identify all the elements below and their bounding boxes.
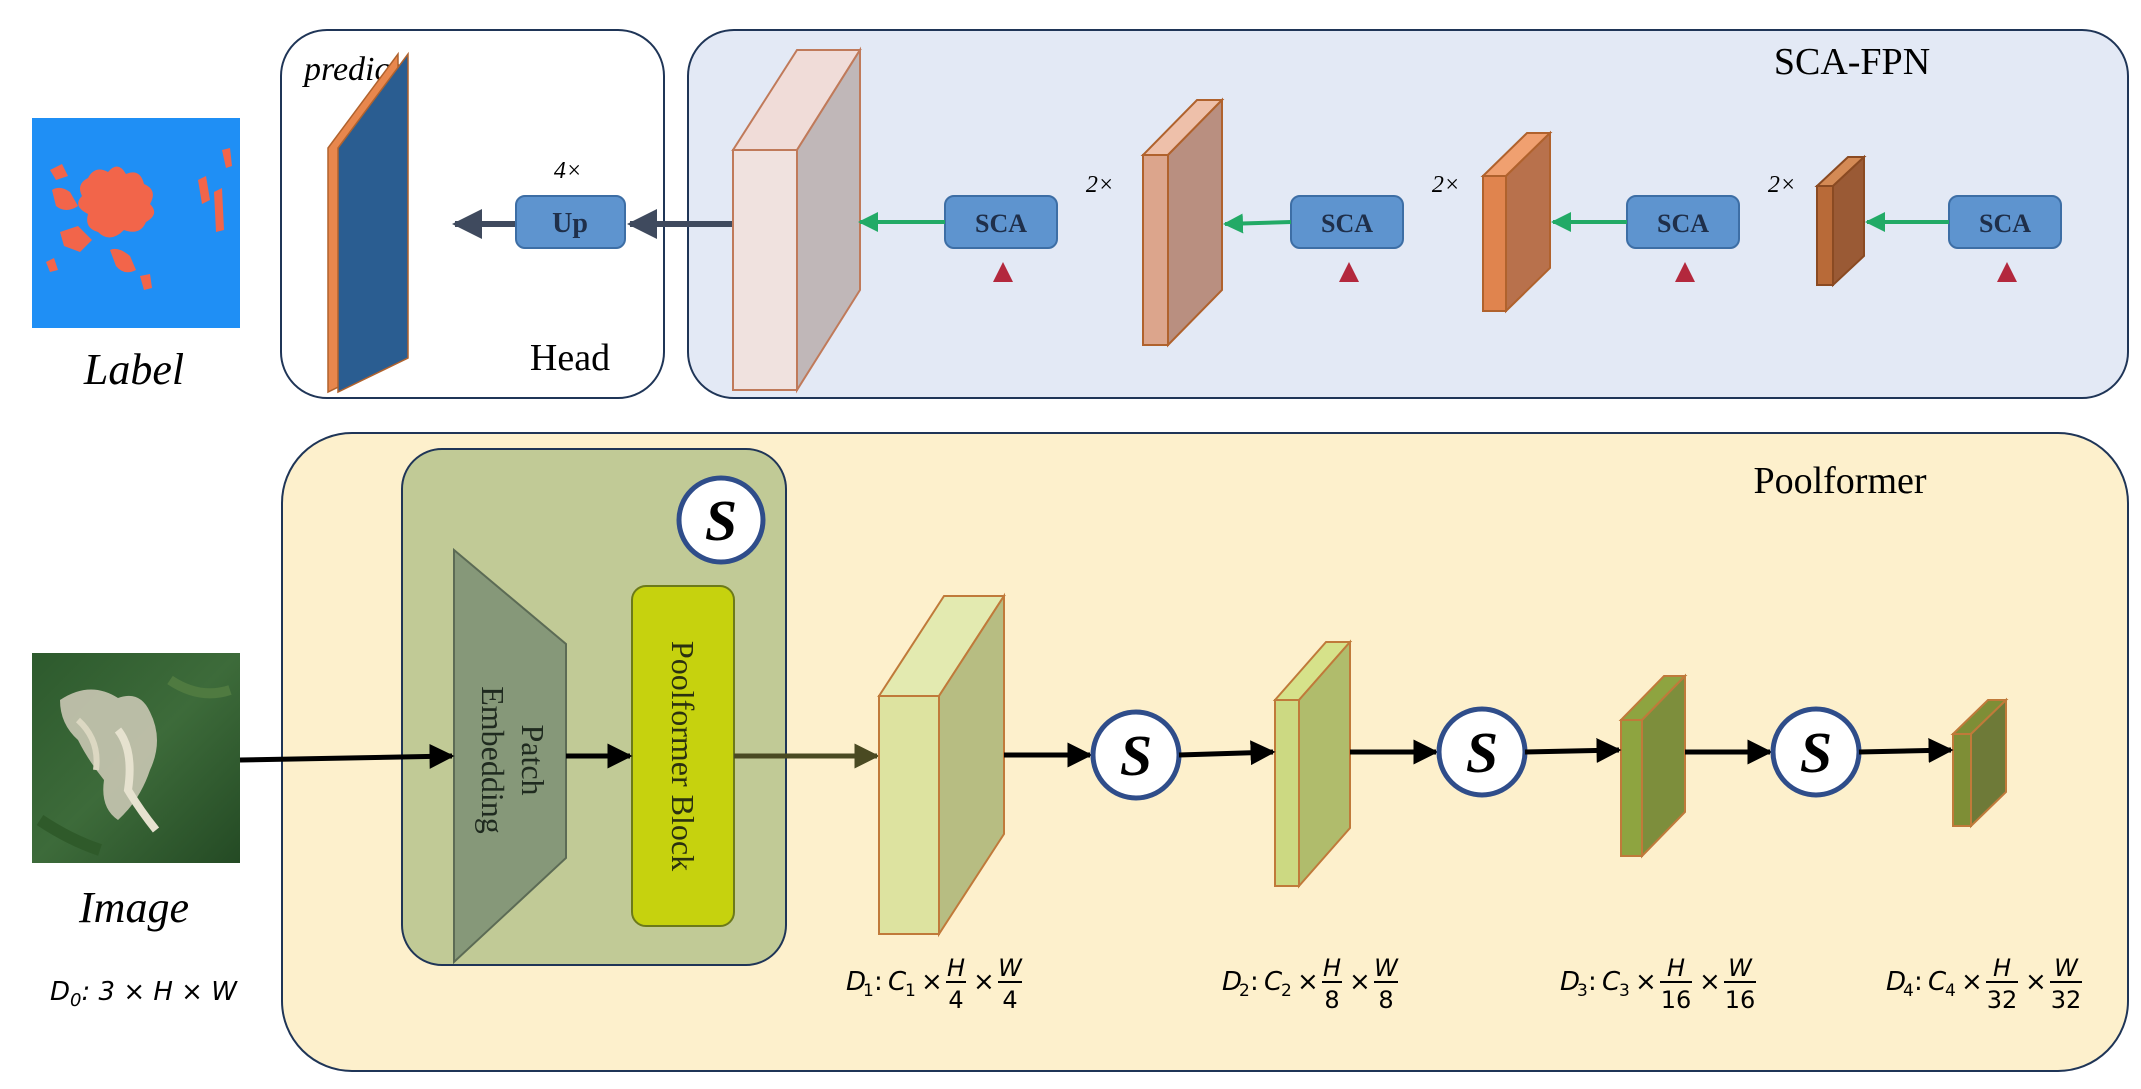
sca-fpn-panel	[687, 29, 2129, 399]
up-scale: 4×	[554, 158, 582, 184]
sca-box-1: SCA	[944, 195, 1058, 249]
predict-map	[327, 51, 409, 394]
stage-3-w-num: W	[1728, 954, 1753, 982]
poolformer-title: Poolformer	[1753, 460, 1926, 502]
stage-2-sub: 2	[1239, 981, 1250, 1001]
svg-text:D0: 3 × H × W: D0: 3 × H × W	[50, 977, 238, 1011]
stage-3-csub: 3	[1619, 981, 1630, 1001]
svg-text:S: S	[705, 488, 737, 553]
label-image	[32, 118, 240, 328]
stage-4-sub: 4	[1903, 981, 1914, 1001]
s-node-2: S	[1436, 706, 1528, 798]
label-caption: Label	[83, 345, 184, 394]
stage-3-h-num: H	[1667, 954, 1685, 982]
poolformer-block-label: Poolformer Block	[665, 641, 701, 871]
stage-1-w-num: W	[998, 954, 1023, 982]
stage-3-name: D	[1560, 967, 1580, 997]
s-node-3: S	[1770, 706, 1862, 798]
stage-2-c: C	[1264, 967, 1283, 997]
stage-1-csub: 1	[905, 981, 916, 1001]
fpn-feature-map-3	[1480, 130, 1553, 314]
backbone-feature-d2	[1272, 639, 1353, 889]
fpn-feature-map-4	[1814, 154, 1867, 288]
stage-1-c: C	[888, 967, 907, 997]
stage-2-w-den: 8	[1378, 986, 1393, 1014]
stage-4-h-num: H	[1993, 954, 2011, 982]
stage-3-times-2: ×	[1699, 967, 1721, 997]
patch-embedding-block	[453, 547, 567, 965]
stage-1-times-1: ×	[921, 967, 943, 997]
svg-text:S: S	[1466, 720, 1498, 785]
patch-embedding-label-1: Patch	[515, 724, 551, 795]
up-button	[515, 195, 626, 249]
svg-text:SCA: SCA	[1657, 209, 1709, 238]
stem-s-circle: S	[676, 475, 766, 565]
stage-2-h-num: H	[1323, 954, 1341, 982]
stage-3-times-1: ×	[1635, 967, 1657, 997]
s-node-1: S	[1090, 709, 1182, 801]
stage-3-sub: 3	[1577, 981, 1588, 1001]
stage-4-colon: :	[1914, 967, 1923, 997]
d0-label: D0: 3 × H × W	[50, 977, 238, 1011]
stage-3-colon: :	[1588, 967, 1597, 997]
stage-dimension-labels: D1:C1×H4×W4D2:C2×H8×W8D3:C3×H16×W16D4:C4…	[846, 954, 2082, 1014]
s-to-d3-arrow	[1524, 737, 1622, 763]
stage-4-name: D	[1886, 967, 1906, 997]
stage-4-h-den: 32	[1987, 986, 2018, 1014]
stage-2-w-num: W	[1374, 954, 1399, 982]
stage-1-name: D	[846, 967, 866, 997]
fpn-feature-map-1	[731, 46, 862, 394]
backbone-feature-d1	[877, 592, 1006, 938]
stage-3-w-den: 16	[1725, 986, 1756, 1014]
stage-2-times-1: ×	[1297, 967, 1319, 997]
stage-1-times-2: ×	[973, 967, 995, 997]
stage-3-c: C	[1602, 967, 1621, 997]
stage-4-csub: 4	[1945, 981, 1956, 1001]
satellite-image	[32, 653, 240, 863]
stage-2-csub: 2	[1281, 981, 1292, 1001]
s-to-d4-arrow	[1858, 737, 1954, 763]
sca-box-2: SCA	[1290, 195, 1404, 249]
head-title: Head	[530, 337, 610, 379]
stage-4-times-2: ×	[2025, 967, 2047, 997]
stage-2-times-2: ×	[1349, 967, 1371, 997]
stage-4-w-num: W	[2054, 954, 2079, 982]
stage-3-h-den: 16	[1661, 986, 1692, 1014]
scale-label-3: 2×	[1768, 172, 1796, 198]
svg-text:S: S	[1120, 723, 1152, 788]
stage-1-sub: 1	[863, 981, 874, 1001]
sca-box-3: SCA	[1626, 195, 1740, 249]
stage-1-h-den: 4	[948, 986, 963, 1014]
stage-2-h-den: 8	[1324, 986, 1339, 1014]
svg-text:SCA: SCA	[975, 209, 1027, 238]
stage-4-w-den: 32	[2051, 986, 2082, 1014]
stage-1-w-den: 4	[1002, 986, 1017, 1014]
s-to-d2-arrow	[1178, 740, 1276, 766]
stage-1-colon: :	[874, 967, 883, 997]
green-arrow-2	[1223, 213, 1292, 234]
fpn-feature-map-2	[1140, 97, 1225, 348]
svg-text:SCA: SCA	[1979, 209, 2031, 238]
svg-text:S: S	[1800, 720, 1832, 785]
image-caption: Image	[78, 883, 189, 932]
input-arrow	[239, 743, 455, 769]
backbone-feature-d3	[1618, 673, 1688, 859]
scale-label-1: 2×	[1086, 172, 1114, 198]
patch-embedding-label-2: Embedding	[475, 686, 511, 834]
stage-4-c: C	[1928, 967, 1947, 997]
stage-1-h-num: H	[947, 954, 965, 982]
stage-2-colon: :	[1250, 967, 1259, 997]
up-label: Up	[552, 208, 588, 239]
svg-text:SCA: SCA	[1321, 209, 1373, 238]
sca-fpn-title: SCA-FPN	[1774, 41, 1930, 83]
scale-label-2: 2×	[1432, 172, 1460, 198]
stage-2-name: D	[1222, 967, 1242, 997]
stage-4-times-1: ×	[1961, 967, 1983, 997]
sca-box-4: SCA	[1948, 195, 2062, 249]
backbone-feature-d4	[1950, 697, 2009, 829]
